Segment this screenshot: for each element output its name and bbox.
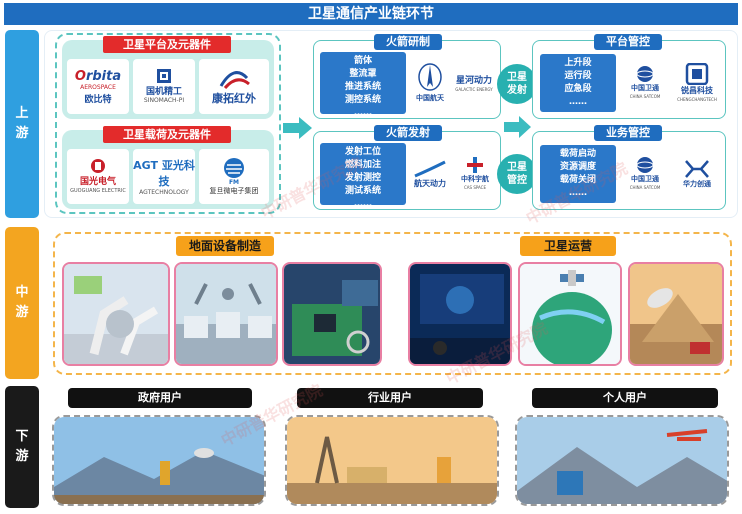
logo-kangtuo: 康拓红外 [199,59,269,114]
logo-china-satcom: 中国卫通 CHINA SATCOM [620,54,670,112]
logo-hangtian-power: 航天动力 [408,143,452,205]
arrow-right-icon [504,116,531,138]
image-robot-arm-lab [62,262,170,366]
ground-equipment-label: 地面设备制造 [176,236,274,256]
government-users-label: 政府用户 [68,388,252,408]
china-satcom-icon [636,66,654,82]
image-government-frame [52,415,266,506]
stage-upstream: 上游 [5,30,39,218]
rocket-launch-head: 火箭发射 [374,125,442,141]
payload-label: 卫星载荷及元器件 [103,126,231,143]
fudan-icon [224,158,244,178]
cas-space-icon [467,157,483,173]
chart-title: 卫星通信产业链环节 [4,3,738,25]
satellite-launch-circle: 卫星发射 [497,64,537,104]
guoguang-icon [91,159,105,173]
arrow-right-icon [283,117,312,139]
logo-guoguang: 国光电气 GUOGUANG ELECTRIC [67,149,129,204]
business-control-steps: 载荷启动资源调度 载荷关闭…… [540,145,616,203]
ruichang-icon [685,62,709,85]
logo-fudan: FM 复旦微电子集团 [199,149,269,204]
logo-casc: 中国航天 [410,52,450,114]
platform-label: 卫星平台及元器件 [103,36,231,53]
image-control-room [408,262,512,366]
platform-control-steps: 上升段运行段 应急段…… [540,54,616,112]
logo-sinomach: 国机精工 SINOMACH-PI [133,59,195,114]
personal-users-label: 个人用户 [532,388,718,408]
rocket-launch-steps: 发射工位燃料加注 发射测控测试系统 …… [320,143,406,209]
logo-agt: AGT 亚光科技 AGTECHNOLOGY [133,149,195,204]
satellite-ops-label: 卫星运营 [520,236,616,256]
china-satcom-icon [636,157,654,173]
logo-orbita: Orbita AEROSPACE 欧比特 [67,59,129,114]
platform-control-head: 平台管控 [594,34,662,50]
huhang-icon [685,160,709,178]
logo-ruichang: 锐昌科技 CHENGCHANGTECH [673,54,721,112]
image-circuit-board [282,262,382,366]
rocket-rd-head: 火箭研制 [374,34,442,50]
image-factory-line [174,262,278,366]
stage-downstream: 下游 [5,386,39,508]
industry-users-label: 行业用户 [297,388,483,408]
logo-galactic: 星河动力 GALACTIC ENERGY [453,52,495,114]
sinomach-icon [157,69,171,83]
logo-huhang: 华力创通 [673,145,721,203]
stage-midstream: 中游 [5,227,39,379]
logo-china-satcom-2: 中国卫通 CHINA SATCOM [620,145,670,203]
image-industry-frame [285,415,499,506]
hangtian-power-icon [414,160,446,177]
image-personal-frame [515,415,729,506]
image-field-antenna [628,262,724,366]
casc-icon [418,63,442,91]
logo-cas-space: 中科宇航 CAS SPACE [455,143,495,205]
image-globe-satellite [518,262,622,366]
rocket-rd-steps: 箭体整流罩 推进系统测控系统 …… [320,52,406,118]
midstream-dashed-frame [53,232,732,375]
business-control-head: 业务管控 [594,125,662,141]
component-group [55,33,281,214]
kangtuo-icon [219,70,250,89]
satellite-control-circle: 卫星管控 [497,154,537,194]
